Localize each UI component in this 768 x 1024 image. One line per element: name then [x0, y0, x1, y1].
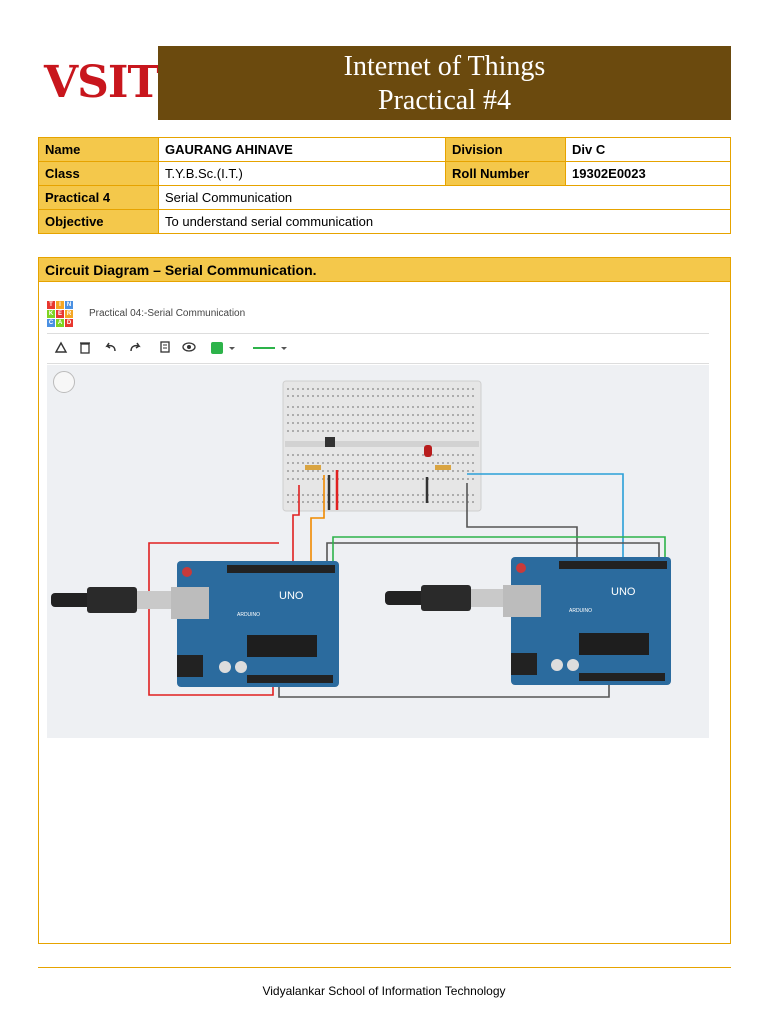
visibility-icon[interactable] — [181, 340, 197, 356]
usb-cable-left — [51, 587, 171, 613]
breadboard — [282, 380, 482, 512]
tinkercad-toolbar — [47, 334, 709, 364]
section-heading: Circuit Diagram – Serial Communication. — [39, 258, 730, 282]
circuit-canvas[interactable]: UNO ARDUINO UNO ARDUINO — [47, 365, 709, 738]
title-line-2: Practical #4 — [378, 85, 511, 116]
roll-number-label: Roll Number — [445, 161, 566, 186]
table-row: Practical 4 Serial Communication — [38, 185, 731, 210]
tinkercad-logo: T I N K E R C A D — [47, 301, 75, 329]
footer-text: Vidyalankar School of Information Techno… — [262, 984, 506, 998]
vsit-logo: VSIT — [44, 57, 160, 108]
design-title[interactable]: Practical 04:-Serial Communication — [89, 308, 246, 319]
class-label: Class — [38, 161, 159, 186]
division-value: Div C — [565, 137, 731, 162]
logo-letter: D — [65, 319, 73, 327]
info-table: Name GAURANG AHINAVE Division Div C Clas… — [38, 137, 731, 234]
board-label: UNO — [279, 590, 304, 602]
name-label: Name — [38, 137, 159, 162]
logo-letter: C — [47, 319, 55, 327]
usb-cable-right — [385, 585, 505, 611]
rotate-icon[interactable] — [53, 340, 69, 356]
objective-value: To understand serial communication — [158, 209, 731, 234]
title-line-1: Internet of Things — [343, 51, 546, 82]
tinkercad-screenshot: T I N K E R C A D Practical 04:-Serial C… — [47, 298, 709, 738]
logo-letter: I — [56, 301, 64, 309]
logo-letter: T — [47, 301, 55, 309]
objective-label: Objective — [38, 209, 159, 234]
logo-letter: K — [47, 310, 55, 318]
wires — [148, 470, 666, 698]
class-value: T.Y.B.Sc.(I.T.) — [158, 161, 446, 186]
name-value: GAURANG AHINAVE — [158, 137, 446, 162]
logo-letter: R — [65, 310, 73, 318]
title-banner: Internet of Things Practical #4 — [158, 46, 731, 120]
tinkercad-header: T I N K E R C A D Practical 04:-Serial C… — [47, 298, 709, 334]
circuit-section: Circuit Diagram – Serial Communication. … — [38, 257, 731, 944]
division-label: Division — [445, 137, 566, 162]
arduino-uno-left: UNO ARDUINO — [171, 561, 339, 687]
table-row: Class T.Y.B.Sc.(I.T.) Roll Number 19302E… — [38, 161, 731, 186]
footer-divider — [38, 967, 731, 968]
logo-letter: A — [56, 319, 64, 327]
circuit-diagram: UNO ARDUINO UNO ARDUINO — [51, 380, 671, 698]
undo-icon[interactable] — [103, 340, 119, 356]
redo-icon[interactable] — [127, 340, 143, 356]
delete-icon[interactable] — [77, 340, 93, 356]
zoom-fit-icon[interactable] — [53, 371, 75, 393]
practical-label: Practical 4 — [38, 185, 159, 210]
board-label: UNO — [611, 586, 636, 598]
board-brand: ARDUINO — [237, 612, 260, 618]
logo-letter: N — [65, 301, 73, 309]
table-row: Objective To understand serial communica… — [38, 209, 731, 234]
color-picker-icon[interactable] — [209, 340, 239, 356]
table-row: Name GAURANG AHINAVE Division Div C — [38, 137, 731, 162]
roll-number-value: 19302E0023 — [565, 161, 731, 186]
wire-type-icon[interactable] — [251, 340, 291, 356]
board-brand: ARDUINO — [569, 608, 592, 614]
notes-icon[interactable] — [157, 340, 173, 356]
arduino-uno-right: UNO ARDUINO — [503, 557, 671, 685]
logo-letter: E — [56, 310, 64, 318]
practical-value: Serial Communication — [158, 185, 731, 210]
